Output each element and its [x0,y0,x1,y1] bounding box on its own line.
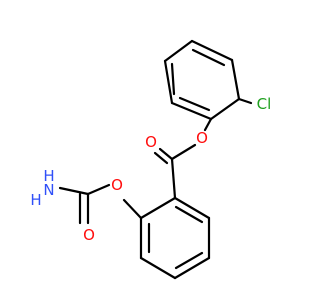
bond-inner [178,96,211,112]
amine-nitrogen-label: N [43,181,54,199]
carbamate-ether-oxygen-label: O [111,176,123,194]
bond [122,198,143,220]
ester-ether-oxygen-label: O [196,129,208,147]
chemical-structure-diagram: Cl O O O O N H H [30,39,271,280]
bond [170,143,197,161]
bond-inner [191,48,226,67]
atom-label-layer: Cl O O O O N H H [30,95,271,244]
bond-inner [153,151,169,165]
ester-carbonyl-oxygen-label: O [145,133,157,151]
bond [237,97,253,105]
carbamate-carbonyl-oxygen-label: O [83,226,95,244]
bond [209,97,241,121]
bond [203,117,213,132]
bond [86,183,111,196]
amine-hydrogen-label-top: H [43,167,54,185]
amine-hydrogen-label-left: H [30,191,41,209]
bond [158,147,174,161]
bond-inner [174,251,204,270]
bond [163,59,174,105]
bond [163,39,194,63]
bond-inner [174,205,204,224]
chlorine-atom-label: Cl [257,95,272,113]
bond [173,196,211,220]
bond [139,196,177,220]
bond [190,39,234,62]
bond [173,256,211,280]
bond [230,58,241,101]
bond-inner [170,62,176,96]
bond [170,157,177,200]
bond [170,101,213,121]
bond [58,186,90,196]
bond [139,256,177,280]
bond-layer [58,39,253,280]
